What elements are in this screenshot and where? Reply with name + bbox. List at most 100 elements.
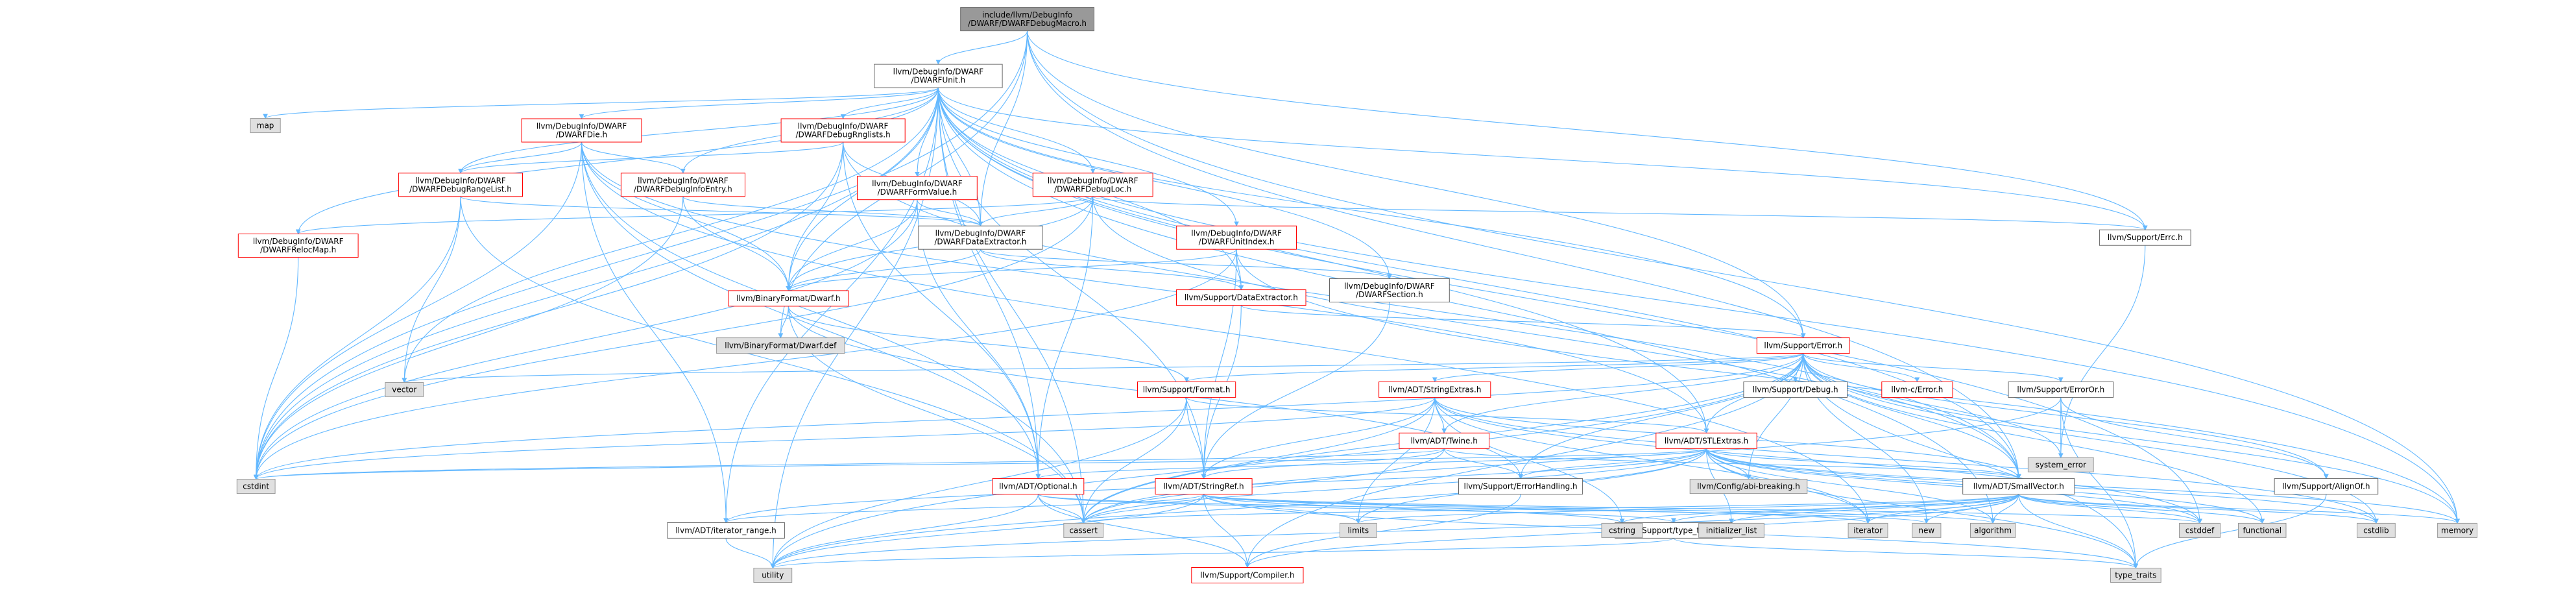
edge-smallvector-to-new — [1923, 494, 2019, 524]
edge-twine-to-cstdint — [254, 448, 1445, 480]
node-cstddef[interactable]: cstddef — [2179, 522, 2221, 538]
node-relocmap[interactable]: llvm/DebugInfo/DWARF/DWARFRelocMap.h — [237, 234, 359, 258]
node-box-smallvector — [1962, 478, 2075, 495]
node-compiler[interactable]: llvm/Support/Compiler.h — [1191, 567, 1304, 583]
node-debugloc[interactable]: llvm/DebugInfo/DWARF/DWARFDebugLoc.h — [1032, 173, 1153, 197]
node-iterator[interactable]: iterator — [1848, 522, 1888, 538]
node-box-utility — [753, 568, 793, 583]
edge-stlextras-to-utility — [770, 448, 1707, 569]
node-vector[interactable]: vector — [385, 382, 424, 397]
node-box-syserror — [2027, 457, 2094, 472]
edge-stringref-to-utility — [770, 494, 1205, 569]
edge-unit-to-utility — [770, 88, 939, 569]
edge-die-to-rangelist — [458, 141, 583, 174]
node-dwarf[interactable]: llvm/BinaryFormat/Dwarf.h — [728, 290, 849, 307]
node-memory[interactable]: memory — [2437, 522, 2478, 538]
node-initlist[interactable]: initializer_list — [1698, 522, 1764, 538]
node-abibreaking[interactable]: llvm/Config/abi-breaking.h — [1689, 479, 1808, 494]
node-error[interactable]: llvm/Support/Error.h — [1756, 337, 1850, 354]
node-label-stringextras: llvm/ADT/StringExtras.h — [1388, 385, 1481, 394]
edge-debugloc-to-optional — [1035, 196, 1094, 480]
node-stdtypetraits[interactable]: type_traits — [2110, 568, 2161, 583]
node-box-dwarfdef — [716, 337, 845, 354]
node-label-unit: /DWARFUnit.h — [911, 76, 966, 85]
node-label-initlist: initializer_list — [1706, 526, 1757, 535]
node-syserror[interactable]: system_error — [2027, 457, 2094, 472]
node-debug[interactable]: llvm/Support/Debug.h — [1743, 381, 1848, 398]
edge-rangelist-to-cassert — [460, 196, 1087, 524]
node-alignof[interactable]: llvm/Support/AlignOf.h — [2274, 478, 2379, 495]
node-unit[interactable]: llvm/DebugInfo/DWARF/DWARFUnit.h — [874, 64, 1003, 88]
node-rangelist[interactable]: llvm/DebugInfo/DWARF/DWARFDebugRangeList… — [398, 173, 524, 197]
node-formvalue[interactable]: llvm/DebugInfo/DWARF/DWARFFormValue.h — [857, 176, 978, 201]
node-dataext[interactable]: llvm/DebugInfo/DWARF/DWARFDataExtractor.… — [918, 225, 1043, 250]
node-iterrange[interactable]: llvm/ADT/iterator_range.h — [667, 522, 785, 539]
edge-smallvector-to-limits — [1356, 494, 2019, 524]
node-erroror[interactable]: llvm/Support/ErrorOr.h — [2008, 381, 2114, 398]
node-root[interactable]: include/llvm/DebugInfo/DWARF/DWARFDebugM… — [960, 7, 1094, 32]
node-label-rnglists: /DWARFDebugRnglists.h — [795, 130, 890, 140]
node-smallvector[interactable]: llvm/ADT/SmallVector.h — [1962, 478, 2075, 495]
edge-stlextras-to-stdtypetraits — [1705, 448, 2139, 569]
node-supdataext[interactable]: llvm/Support/DataExtractor.h — [1176, 289, 1306, 306]
node-unitindex[interactable]: llvm/DebugInfo/DWARF/DWARFUnitIndex.h — [1176, 225, 1297, 250]
node-functional[interactable]: functional — [2238, 522, 2287, 538]
edge-twine-to-smallvector — [1443, 448, 2021, 480]
edge-alignof-to-stdtypetraits — [2133, 494, 2327, 569]
node-label-limits: limits — [1347, 526, 1369, 535]
node-cstdlib[interactable]: cstdlib — [2357, 522, 2396, 538]
node-limits[interactable]: limits — [1340, 522, 1377, 538]
node-label-rangelist: /DWARFDebugRangeList.h — [409, 184, 512, 193]
node-dwarfdef[interactable]: llvm/BinaryFormat/Dwarf.def — [716, 337, 845, 354]
edge-format-to-stringref — [1186, 397, 1207, 480]
node-label-functional: functional — [2243, 526, 2281, 535]
node-algorithm[interactable]: algorithm — [1970, 522, 2016, 538]
node-cstdint[interactable]: cstdint — [236, 479, 276, 494]
edge-erroror-to-alignof — [2060, 397, 2329, 480]
edge-format-to-stlextras — [1186, 396, 1709, 434]
node-label-alignof: llvm/Support/AlignOf.h — [2282, 482, 2370, 491]
node-errc[interactable]: llvm/Support/Errc.h — [2099, 229, 2191, 246]
edge-root-to-errc — [1027, 30, 2148, 230]
edge-stringextras-to-cstring — [1434, 397, 1625, 524]
node-section[interactable]: llvm/DebugInfo/DWARF/DWARFSection.h — [1329, 278, 1450, 302]
edge-stringref-to-iterrange — [723, 494, 1205, 524]
node-utility[interactable]: utility — [753, 568, 793, 583]
node-label-optional: llvm/ADT/Optional.h — [999, 482, 1077, 491]
edge-unitindex-to-dwarf — [786, 249, 1237, 291]
node-label-section: llvm/DebugInfo/DWARF — [1344, 282, 1435, 291]
node-rnglists[interactable]: llvm/DebugInfo/DWARF/DWARFDebugRnglists.… — [780, 118, 906, 143]
node-cstring[interactable]: cstring — [1601, 522, 1643, 538]
node-box-cstring — [1601, 522, 1643, 538]
node-box-root — [960, 7, 1094, 32]
node-cerror[interactable]: llvm-c/Error.h — [1881, 381, 1953, 398]
edge-stlextras-to-cstddef — [1705, 448, 2202, 524]
node-map[interactable]: map — [250, 118, 281, 134]
node-format[interactable]: llvm/Support/Format.h — [1137, 381, 1236, 398]
edge-stlextras-to-cstdint — [254, 448, 1707, 480]
node-box-iterator — [1848, 522, 1888, 538]
node-stlextras[interactable]: llvm/ADT/STLExtras.h — [1655, 432, 1757, 449]
node-optional[interactable]: llvm/ADT/Optional.h — [992, 478, 1085, 495]
node-cassert[interactable]: cassert — [1063, 522, 1104, 538]
node-stringref[interactable]: llvm/ADT/StringRef.h — [1155, 478, 1253, 495]
edge-unit-to-cassert — [937, 88, 1087, 524]
node-label-utility: utility — [762, 571, 784, 580]
edge-smallvector-to-cstdlib — [2018, 494, 2379, 524]
node-box-cstdint — [236, 479, 276, 494]
node-label-infoentry: /DWARFDebugInfoEntry.h — [634, 184, 732, 193]
node-label-cerror: llvm-c/Error.h — [1891, 385, 1943, 394]
node-errorhandling[interactable]: llvm/Support/ErrorHandling.h — [1458, 478, 1583, 495]
node-box-iterrange — [667, 522, 785, 539]
edge-root-to-smallvector — [1027, 30, 2021, 480]
node-label-format: llvm/Support/Format.h — [1143, 385, 1231, 394]
edge-twine-to-errorhandling — [1443, 448, 1523, 480]
node-die[interactable]: llvm/DebugInfo/DWARF/DWARFDie.h — [521, 118, 642, 143]
node-box-errorhandling — [1458, 478, 1583, 495]
node-twine[interactable]: llvm/ADT/Twine.h — [1399, 432, 1489, 449]
node-infoentry[interactable]: llvm/DebugInfo/DWARF/DWARFDebugInfoEntry… — [620, 173, 746, 197]
node-label-unitindex: llvm/DebugInfo/DWARF — [1191, 229, 1282, 238]
node-stringextras[interactable]: llvm/ADT/StringExtras.h — [1378, 381, 1491, 398]
node-label-cstring: cstring — [1609, 526, 1635, 535]
node-new[interactable]: new — [1912, 522, 1942, 538]
